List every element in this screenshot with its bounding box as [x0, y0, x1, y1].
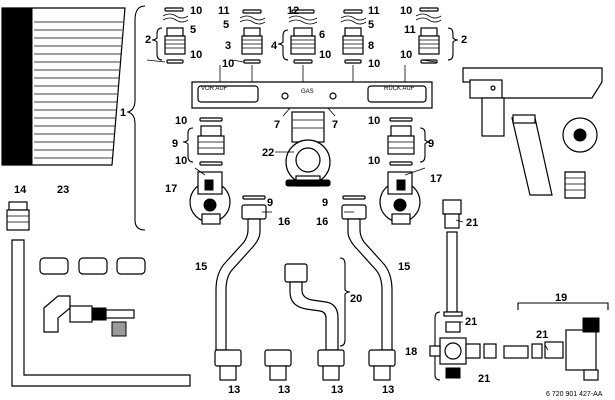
connector-13-b	[264, 349, 292, 381]
callout-10: 10	[400, 5, 412, 17]
fitting-group-left	[151, 7, 189, 64]
wall-bracket-assembly	[462, 67, 603, 199]
kit-brace	[126, 5, 146, 231]
callout-13: 13	[278, 384, 290, 396]
callout-14: 14	[14, 184, 27, 196]
union-nut-left	[241, 195, 267, 220]
callout-9: 9	[322, 197, 328, 209]
callout-16: 16	[278, 216, 290, 228]
callout-7: 7	[274, 119, 280, 131]
fitting-group-right	[415, 7, 459, 64]
connector-13-d	[368, 349, 396, 381]
gas-pipe	[284, 257, 351, 351]
callout-21: 21	[536, 329, 548, 341]
callout-numbers: 10 5 2 10 11 5 3 10 12 6 4 10 11 5 8 10 …	[14, 5, 567, 396]
callout-5: 5	[190, 24, 196, 36]
pipe-right	[347, 218, 393, 351]
callout-16: 16	[316, 216, 328, 228]
pipe-21-vertical	[442, 199, 462, 313]
bent-pipe	[11, 239, 191, 387]
callout-18: 18	[405, 346, 417, 358]
fitting-3	[239, 9, 266, 64]
mounting-plate: VOR AUF GAS RÜCK AUF	[191, 65, 433, 109]
callout-17: 17	[430, 173, 442, 185]
ball-valve-right	[379, 171, 421, 225]
callout-13: 13	[382, 384, 394, 396]
callout-5: 11	[404, 24, 416, 36]
callout-12: 12	[287, 5, 299, 17]
leader-lines	[146, 59, 549, 351]
callout-2: 2	[461, 34, 467, 46]
drain-valve	[43, 295, 135, 337]
callout-1: 1	[120, 107, 126, 119]
fitting-group-center	[277, 9, 318, 64]
callout-21: 21	[466, 217, 478, 229]
callout-21: 21	[478, 373, 490, 385]
callout-22: 22	[262, 147, 274, 159]
callout-23: 23	[57, 184, 69, 196]
callout-5: 5	[368, 19, 374, 31]
callout-10: 10	[175, 115, 187, 127]
fitting-9-left	[182, 117, 225, 166]
callout-6: 6	[319, 29, 325, 41]
gas-valve	[285, 111, 331, 187]
fitting-9-right	[387, 117, 431, 166]
callout-9: 9	[267, 197, 273, 209]
fitting-8	[340, 9, 367, 64]
safety-group	[429, 311, 543, 381]
union-nuts	[39, 257, 146, 275]
callout-13: 13	[228, 384, 240, 396]
connector-13-a	[214, 349, 242, 381]
callout-13: 13	[331, 384, 343, 396]
callout-10: 10	[175, 155, 187, 167]
plate-label-right: RÜCK AUF	[384, 85, 415, 92]
callout-20: 20	[350, 293, 362, 305]
plate-label-center: GAS	[301, 89, 314, 95]
callout-8: 8	[368, 40, 374, 52]
callout-19: 19	[555, 292, 567, 304]
callout-21: 21	[465, 316, 477, 328]
callout-4: 4	[271, 40, 278, 52]
fitting-14	[6, 201, 30, 231]
callout-11: 11	[218, 5, 230, 17]
callout-3: 3	[225, 40, 231, 52]
callout-10: 10	[368, 58, 380, 70]
callout-10: 10	[190, 49, 202, 61]
callout-15: 15	[398, 261, 410, 273]
cover-panel	[1, 7, 126, 166]
callout-10: 10	[368, 155, 380, 167]
reference-code: 6 720 901 427-AA	[546, 391, 603, 398]
callout-10: 10	[222, 58, 234, 70]
callout-10: 10	[400, 49, 412, 61]
connector-13-c	[317, 349, 345, 381]
callout-15: 15	[195, 261, 207, 273]
callout-5: 5	[223, 19, 229, 31]
plate-label-left: VOR AUF	[201, 86, 228, 92]
callout-7: 7	[332, 119, 338, 131]
union-nut-right	[341, 195, 367, 220]
callout-10: 10	[190, 5, 202, 17]
pipe-left	[215, 218, 261, 351]
callout-9: 9	[428, 138, 434, 150]
callout-10: 10	[319, 49, 331, 61]
callout-17: 17	[165, 183, 177, 195]
callout-2: 2	[145, 34, 151, 46]
callout-9: 9	[172, 138, 178, 150]
callout-11: 11	[368, 5, 380, 17]
pressure-relief-valve	[517, 302, 609, 381]
callout-10: 10	[368, 115, 380, 127]
ball-valve-left	[189, 171, 231, 225]
